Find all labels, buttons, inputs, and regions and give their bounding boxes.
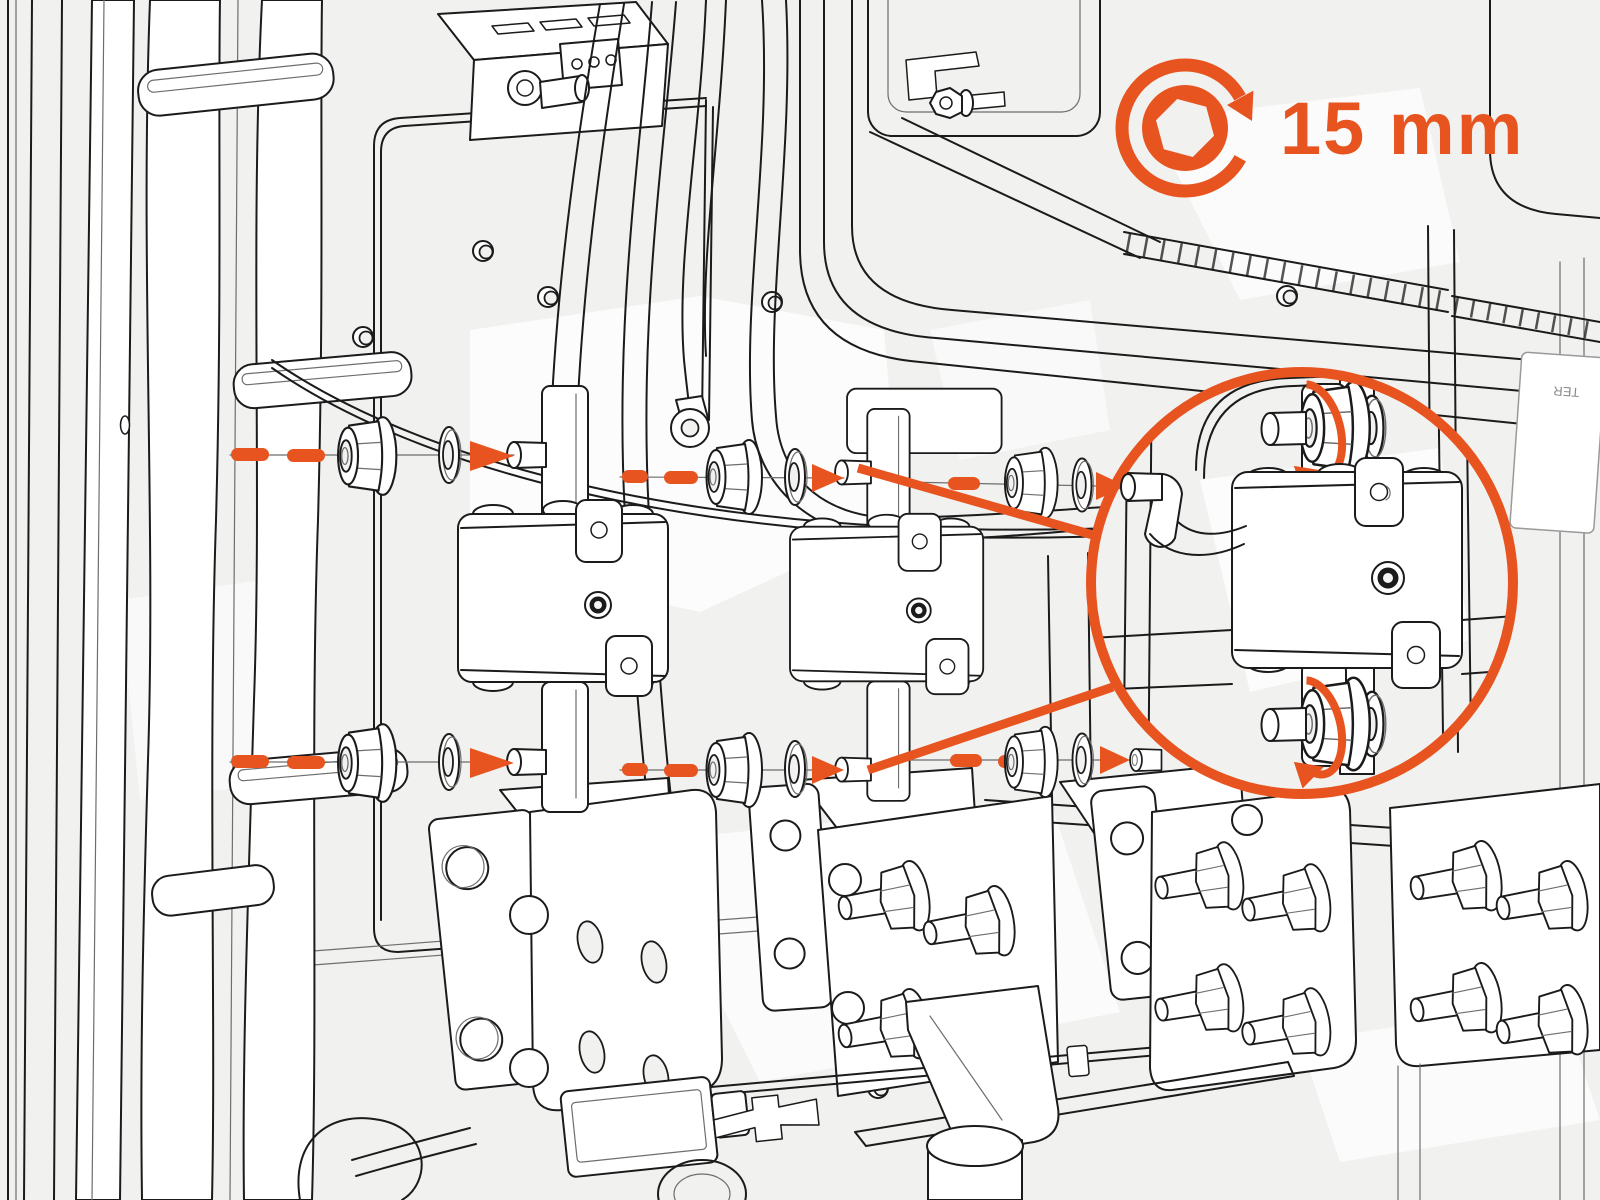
insert-arrow (470, 441, 514, 471)
fuse-blade-top (834, 408, 911, 534)
funnel-duct (905, 985, 1060, 1200)
panel-sticker: TER (1509, 351, 1600, 534)
p-clamp (137, 52, 335, 117)
magnified-content (1091, 372, 1513, 794)
insert-row-top (229, 416, 1097, 520)
washer (784, 448, 808, 506)
fuse-indicator (584, 591, 612, 619)
sticker-text: TER (1553, 383, 1580, 400)
flange-nut (337, 416, 398, 496)
magnified-fuse-body (1231, 471, 1463, 669)
flange-nut (705, 439, 763, 515)
cable-lug-elbow (1096, 472, 1247, 556)
stud-terminal-plate-far-right (1389, 783, 1600, 1200)
panel-hole (761, 291, 783, 313)
flange-nut (337, 723, 398, 803)
fuse-clip-top (575, 499, 623, 563)
flange-nut (705, 732, 763, 808)
enclosure-cutout (867, 0, 1161, 259)
wrench-size-callout: 15 mm (1115, 58, 1524, 198)
fuse-clip-bottom (1391, 621, 1441, 689)
rod-clip (1066, 1044, 1090, 1078)
fuse-clip-top (1354, 457, 1404, 527)
magnified-stud-bottom (1260, 676, 1387, 789)
stud-terminal-plate-right (1090, 785, 1357, 1092)
insert-arrow (470, 748, 514, 778)
hex-bolt (929, 87, 1006, 119)
frame-rails (7, 0, 135, 1200)
hex-socket-opening (1156, 99, 1214, 157)
slotted-terminal-plate (509, 788, 723, 1112)
insert-arrow (812, 756, 844, 784)
panel-hole (352, 326, 374, 348)
connector-block (437, 1, 669, 141)
fuse-indicator (1371, 561, 1405, 595)
fuse-clip-bottom (605, 635, 653, 697)
fuse-blade-top (506, 385, 589, 521)
rotation-arrow (1293, 676, 1347, 789)
washer (438, 733, 462, 791)
insert-row-bottom (229, 723, 1163, 808)
insert-arrow (1096, 472, 1126, 500)
ring-cable-lug (670, 395, 710, 448)
panel-hole (472, 240, 494, 262)
inline-connector (297, 1076, 820, 1200)
fuse-indicator (905, 597, 932, 624)
panel-slot (854, 1061, 1295, 1147)
nh-fuse-1 (457, 385, 669, 813)
bus-bar-assemblies (297, 763, 1600, 1200)
insert-arrow (812, 464, 844, 492)
wrench-size-label: 15 mm (1280, 87, 1524, 170)
fuse-clip-top (897, 512, 942, 572)
small-stud (1129, 748, 1163, 772)
magnifier-ring (1086, 367, 1518, 799)
hex-socket-rotation-icon (1115, 58, 1255, 198)
p-clamp (232, 351, 413, 410)
panel-hole (1276, 285, 1298, 307)
magnifier-detail-circle (1086, 367, 1518, 799)
magnified-fuse (1231, 379, 1463, 789)
callout-lines (856, 463, 1115, 775)
washer (784, 740, 808, 798)
p-clamp (151, 864, 275, 917)
washer (1071, 732, 1095, 788)
insert-arrow (1100, 746, 1130, 774)
rotation-arrowhead (1227, 90, 1254, 121)
corrugated-band (1123, 231, 1600, 343)
panel-hole (537, 286, 559, 308)
fuse-blade-bottom (506, 681, 589, 813)
washer (438, 426, 462, 484)
fuse-clip-bottom (925, 638, 970, 696)
washer (1071, 457, 1095, 513)
cable-conduits (137, 0, 1246, 1200)
flange-nut (1003, 725, 1059, 799)
